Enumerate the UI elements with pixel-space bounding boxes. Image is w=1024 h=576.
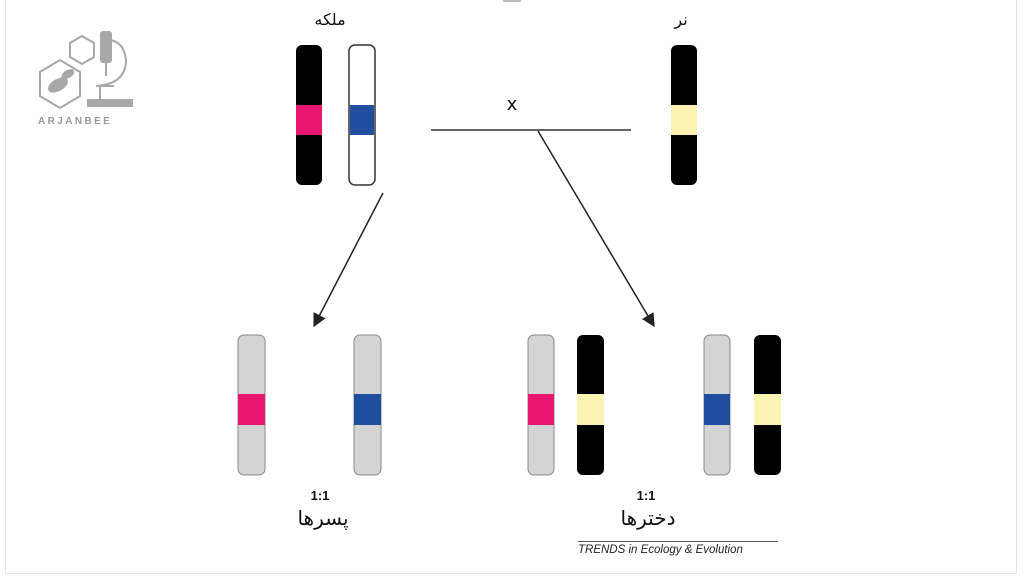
sons-label: پسرها — [297, 506, 349, 530]
cross-symbol: x — [506, 94, 518, 115]
son-chromosome-blue — [353, 334, 382, 476]
male-label: نر — [674, 10, 688, 29]
queen-chromosome-white — [348, 44, 376, 186]
microscope-icon — [87, 31, 133, 107]
queen-chromosome-black — [296, 45, 322, 185]
son-chromosome-pink — [237, 334, 266, 476]
daughter1-chromosome-pink — [527, 334, 555, 476]
sons-ratio: 1:1 — [310, 488, 330, 503]
bee-icon — [48, 69, 75, 93]
hexagon-icon — [39, 34, 95, 110]
arjanbee-logo — [39, 31, 133, 110]
male-chromosome-black — [671, 45, 697, 185]
logo-text: ARJANBEE — [38, 116, 113, 127]
arrow-to-sons — [313, 192, 384, 328]
queen-label: ملکه — [314, 10, 346, 29]
top-marker — [503, 0, 521, 2]
daughter2-chromosome-blue — [703, 334, 731, 476]
image-frame — [5, 0, 1017, 574]
source-credit: TRENDS in Ecology & Evolution — [578, 541, 778, 556]
daughters-ratio: 1:1 — [636, 488, 656, 503]
daughter1-chromosome-black — [577, 335, 604, 475]
daughters-label: دخترها — [620, 506, 676, 530]
daughter2-chromosome-black — [754, 335, 781, 475]
arrow-to-daughters — [537, 130, 655, 328]
